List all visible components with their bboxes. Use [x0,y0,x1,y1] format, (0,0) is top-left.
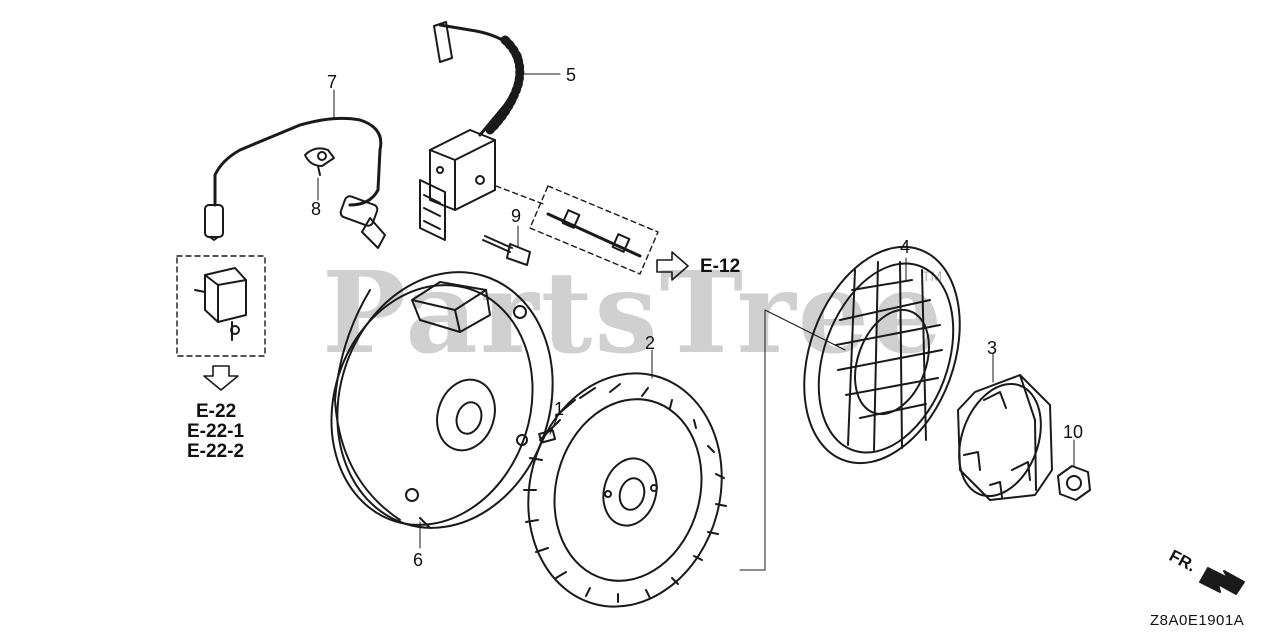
ref-e22-1[interactable]: E-22-1 [187,421,245,442]
ref-e12[interactable]: E-12 [700,256,741,277]
diagram-code: Z8A0E1901A [1150,612,1245,629]
callout-5: 5 [566,65,577,85]
front-arrow [1199,567,1245,595]
bolt-part [482,235,531,266]
cooling-fan-part [523,372,727,608]
ref-e22-2[interactable]: E-22-2 [187,441,245,462]
callout-4: 4 [900,237,911,257]
sensor-ref-group [176,255,266,391]
recoil-pulley-part [803,245,961,465]
callout-1: 1 [554,399,565,419]
clip-part [304,147,335,176]
flywheel-housing-part [330,271,554,529]
ref-e22[interactable]: E-22 [196,401,237,422]
starter-cup-part [957,374,1053,501]
callout-6: 6 [413,550,424,570]
trademark-mark: TM [922,268,943,284]
bolt-kit-group [495,185,689,281]
callout-3: 3 [987,338,998,358]
wire-harness-part [204,116,386,249]
leader-lines [317,73,1075,571]
callout-2: 2 [645,333,656,353]
callout-10: 10 [1063,422,1084,442]
callout-7: 7 [327,72,338,92]
nut-part [1057,465,1091,501]
callout-8: 8 [311,199,322,219]
callout-9: 9 [511,206,522,226]
ignition-coil-part [419,21,525,241]
